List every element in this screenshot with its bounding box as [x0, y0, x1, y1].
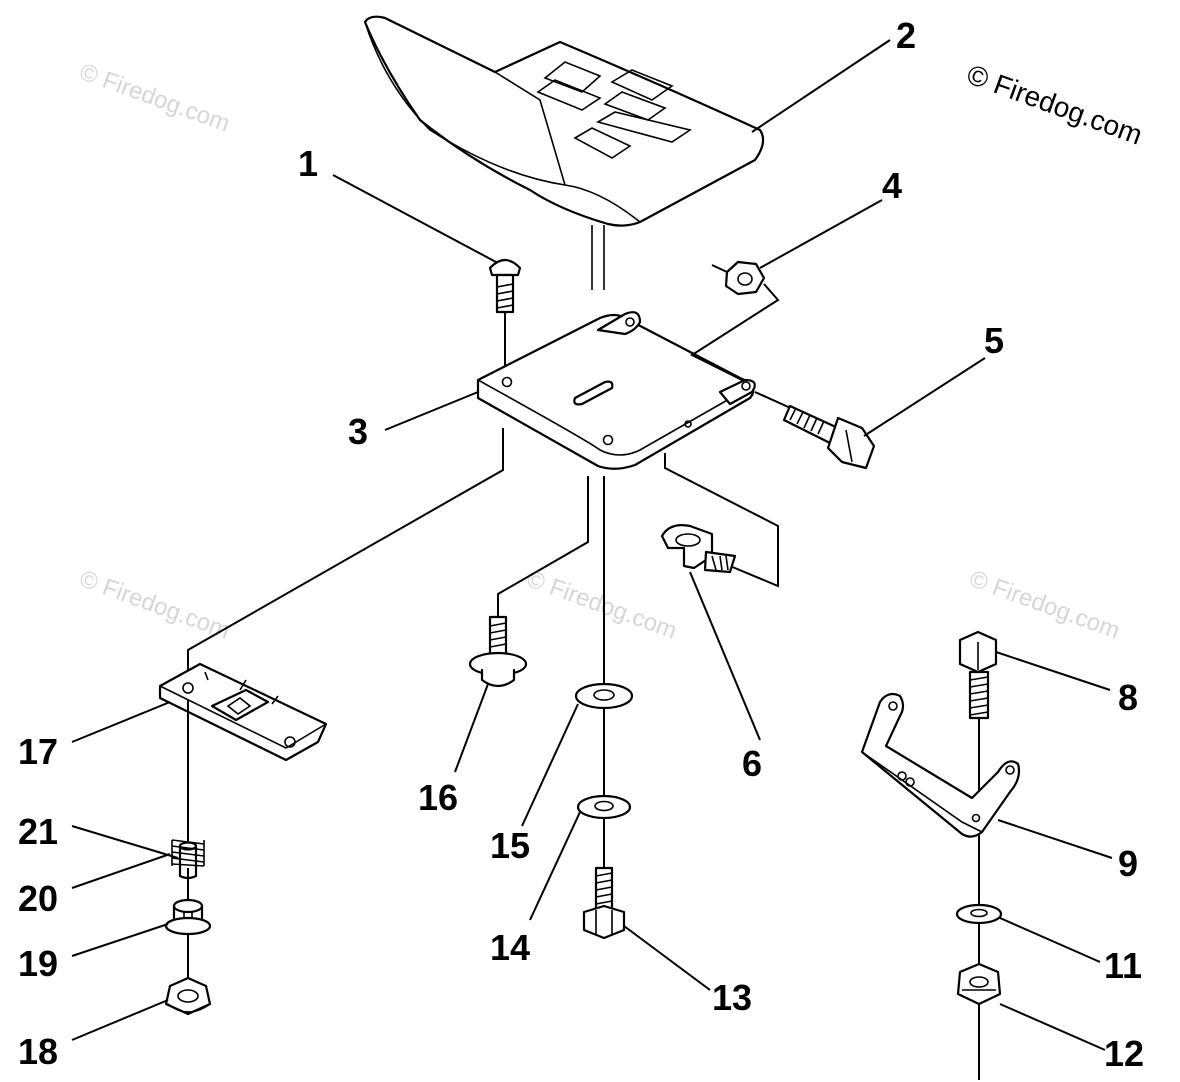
seat-stem [591, 225, 605, 290]
part-6-switch [660, 453, 779, 588]
part-4-nut [689, 260, 780, 381]
part-3-bracket [476, 311, 756, 470]
part-5-hex-bolt [754, 391, 876, 470]
svg-text:© Firedog.com: © Firedog.com [523, 565, 680, 644]
callout-4: 4 [882, 165, 902, 206]
callout-15: 15 [490, 825, 530, 866]
part-21-spacer [178, 700, 198, 880]
part-2-seat [363, 15, 765, 227]
watermark-text: © Firedog.com [963, 59, 1147, 151]
callout-14: 14 [490, 927, 530, 968]
part-8-hex-bolt [958, 630, 998, 812]
part-17-plate [158, 428, 504, 762]
callout-6: 6 [742, 743, 762, 784]
callout-9: 9 [1118, 843, 1138, 884]
part-11-washer [955, 903, 1003, 966]
callout-11: 11 [1104, 945, 1142, 986]
callout-1: 1 [298, 143, 318, 184]
part-9-bracket [860, 692, 1021, 904]
part-14-washer [576, 794, 632, 868]
callout-20: 20 [18, 878, 58, 919]
part-16-shoulder-bolt [468, 476, 589, 688]
callout-2: 2 [896, 15, 916, 56]
part-15-washer [574, 682, 634, 798]
callout-17: 17 [18, 731, 58, 772]
part-12-lock-nut [956, 962, 1002, 1080]
callout-13: 13 [712, 977, 752, 1018]
part-20-spring [171, 839, 205, 900]
callout-18: 18 [18, 1031, 58, 1072]
part-1-carriage-bolt [488, 258, 522, 370]
callout-5: 5 [984, 320, 1004, 361]
part-19-bushing [164, 898, 212, 980]
callout-16: 16 [418, 777, 458, 818]
svg-text:© Firedog.com: © Firedog.com [966, 565, 1123, 644]
callout-leaders [71, 39, 1113, 1051]
callout-19: 19 [18, 943, 58, 984]
part-13-hex-bolt [582, 866, 626, 940]
callout-3: 3 [348, 411, 368, 452]
callout-12: 12 [1104, 1033, 1144, 1074]
part-18-flange-nut [164, 976, 212, 1016]
svg-text:© Firedog.com: © Firedog.com [76, 565, 233, 644]
callout-21: 21 [18, 811, 58, 852]
callout-8: 8 [1118, 677, 1138, 718]
svg-text:© Firedog.com: © Firedog.com [76, 58, 233, 137]
callout-labels: 1 2 3 4 5 6 8 9 11 12 13 14 15 16 17 21 … [18, 15, 1144, 1074]
